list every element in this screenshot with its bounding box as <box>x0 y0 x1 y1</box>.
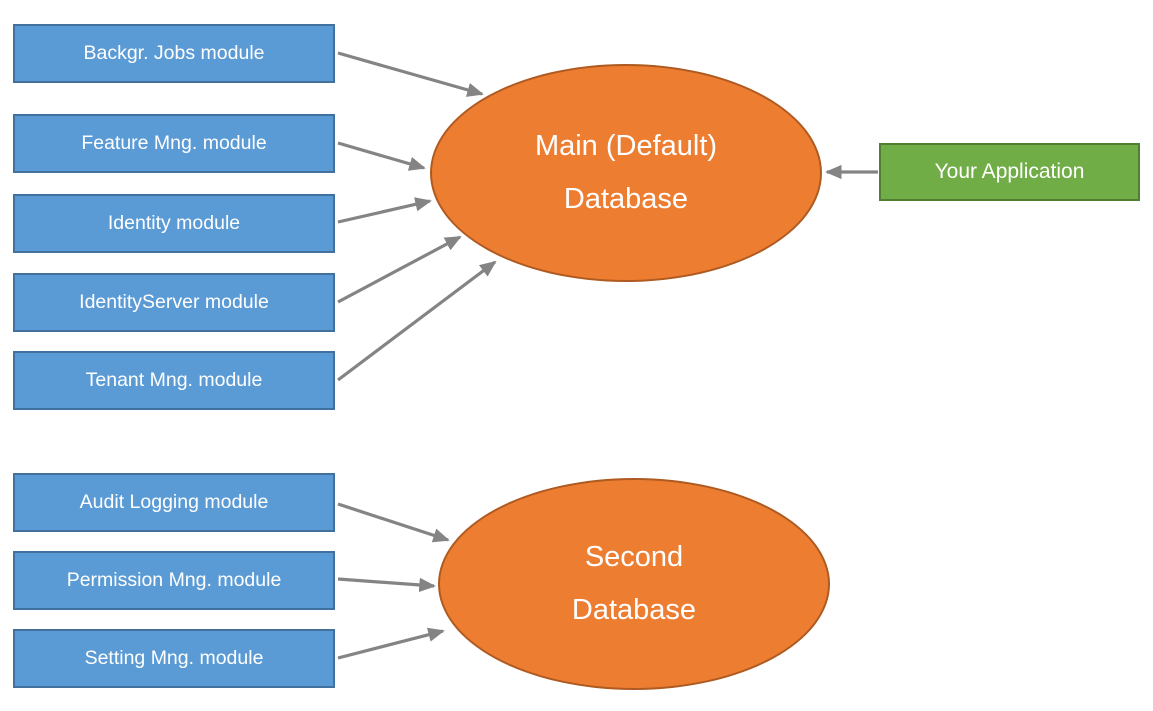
module-box-identity: Identity module <box>13 194 335 253</box>
module-label: Permission Mng. module <box>66 569 282 591</box>
your-application-box: Your Application <box>879 143 1140 201</box>
module-box-permission-mng: Permission Mng. module <box>13 551 335 610</box>
arrow-setting-mng-to-second-db <box>337 627 445 660</box>
module-box-identityserver: IdentityServer module <box>13 273 335 332</box>
arrow-identityserver-to-main-db <box>337 235 462 304</box>
arrow-feature-mng-to-main-db <box>337 141 426 171</box>
module-label: Feature Mng. module <box>81 132 267 154</box>
second-database-ellipse: Second Database <box>438 478 830 690</box>
module-label: Tenant Mng. module <box>85 369 263 391</box>
main-database-label-line1: Main (Default) <box>534 130 718 162</box>
arrow-backgr-jobs-to-main-db <box>337 51 484 97</box>
module-label: Setting Mng. module <box>84 647 264 669</box>
arrow-tenant-mng-to-main-db <box>337 260 497 382</box>
main-database-label-line2: Database <box>563 183 689 215</box>
module-box-backgr-jobs: Backgr. Jobs module <box>13 24 335 83</box>
module-box-setting-mng: Setting Mng. module <box>13 629 335 688</box>
arrow-audit-logging-to-second-db <box>337 502 450 543</box>
arrow-identity-to-main-db <box>337 197 432 224</box>
arrow-permission-mng-to-second-db <box>337 577 436 593</box>
main-database-ellipse: Main (Default) Database <box>430 64 822 282</box>
second-database-label-line1: Second <box>584 541 684 573</box>
module-box-tenant-mng: Tenant Mng. module <box>13 351 335 410</box>
module-label: Backgr. Jobs module <box>83 42 265 64</box>
your-application-label: Your Application <box>934 160 1085 183</box>
second-database-label-line2: Database <box>571 594 697 626</box>
module-label: IdentityServer module <box>79 291 269 313</box>
module-label: Identity module <box>107 212 241 234</box>
module-box-audit-logging: Audit Logging module <box>13 473 335 532</box>
module-box-feature-mng: Feature Mng. module <box>13 114 335 173</box>
module-label: Audit Logging module <box>79 491 269 513</box>
